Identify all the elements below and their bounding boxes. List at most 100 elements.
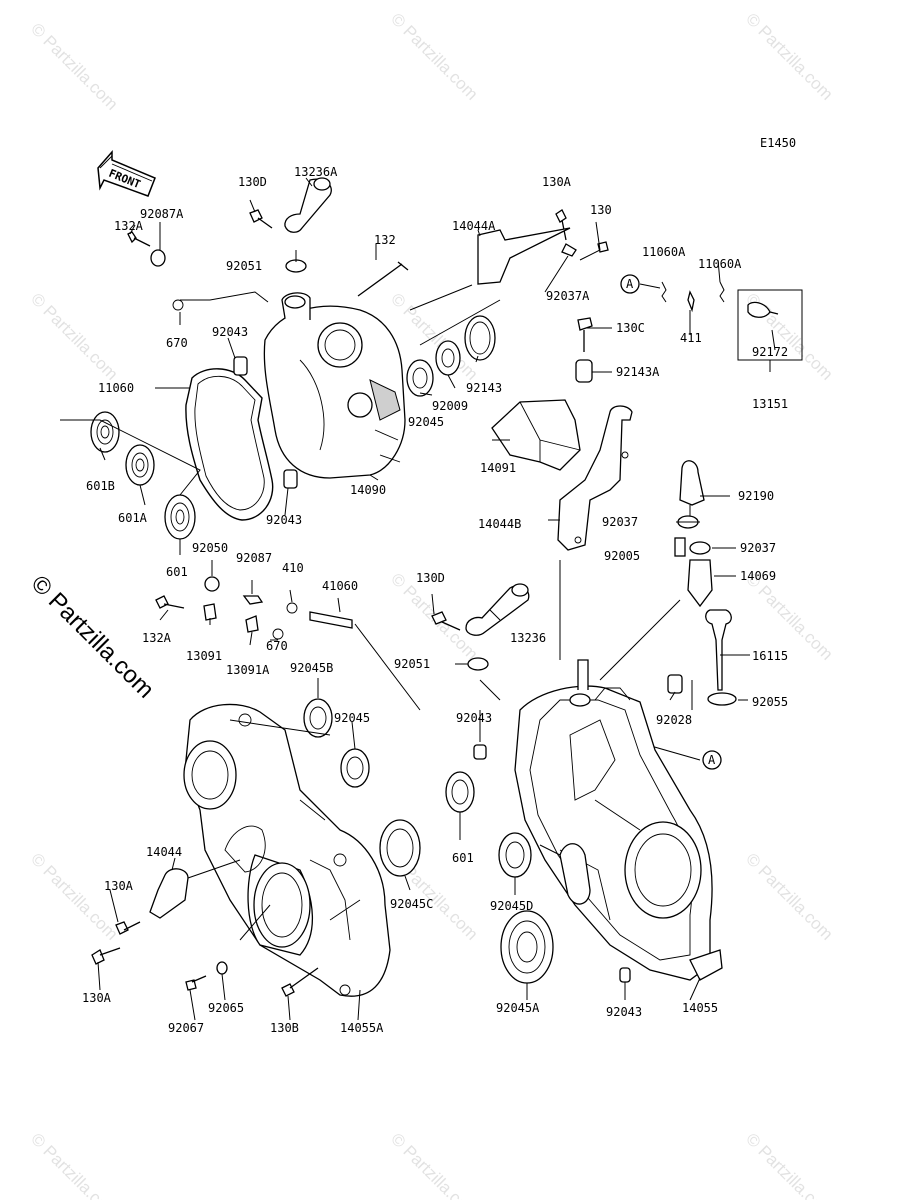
watermark-main: © Partzilla.com [26,570,159,703]
part-label: 14055A [340,1021,384,1035]
watermark: © Partzilla.com [27,1129,121,1200]
dipstick-16115 [705,609,732,691]
part-label: 601A [118,511,148,525]
callout-a-label: A [626,277,634,291]
bearing-92045D [498,832,532,878]
part-label: 13091A [226,663,270,677]
part-label: 92172 [752,345,788,359]
part-label: 92009 [432,399,468,413]
part-label: 411 [680,331,702,345]
shaft-41060 [309,611,353,629]
pipe-92005 [674,537,686,557]
bearing-92045 [406,359,434,397]
front-arrow-icon: FRONT [97,150,156,197]
part-label: 11060A [698,257,742,271]
part-label: 92087A [140,207,184,221]
part-label: 132 [374,233,396,247]
watermark: © Partzilla.com [387,1129,481,1200]
dowel-92043-right [619,967,631,983]
part-label: 130B [270,1021,299,1035]
breather-92172 [747,301,779,318]
clamp-92037A [561,243,577,257]
bolt-132A-lower [155,595,185,609]
part-label: 92067 [168,1021,204,1035]
part-label: 92143 [466,381,502,395]
part-label: 92045C [390,897,433,911]
bearing-92045-lower [340,748,370,788]
part-label: 601 [166,565,188,579]
part-label: 92045 [408,415,444,429]
oil-seal-92009 [435,340,461,376]
bolt-132A [127,231,151,247]
part-label: 92043 [212,325,248,339]
bolt-130C [577,317,593,352]
part-label: 92055 [752,695,788,709]
part-label: 13091 [186,649,222,663]
part-label: 92143A [616,365,660,379]
part-label: 130A [104,879,134,893]
part-label: 13151 [752,397,788,411]
bolt-130A-lower [91,947,121,965]
filler-14069 [687,559,713,608]
o-ring-670 [172,299,184,311]
clip-11060A [661,281,667,303]
bracket-14044B [557,405,633,551]
collar-92087A [150,249,166,267]
o-ring-92055 [707,692,737,706]
part-label: 670 [266,639,288,653]
part-label: 130A [82,991,112,1005]
part-label: 601 [452,851,474,865]
watermark: © Partzilla.com [742,9,836,103]
part-label: 92028 [656,713,692,727]
watermark: © Partzilla.com [742,1129,836,1200]
part-label: 92087 [236,551,272,565]
o-ring-670-lower [272,628,284,640]
upper-case-assembly [60,177,496,555]
callout-a [702,750,722,770]
bearing-601 [164,494,196,540]
part-label: 92043 [456,711,492,725]
bracket-assembly: A A [409,209,803,770]
bolt-130A [555,209,567,241]
callout-a [620,274,640,294]
part-label: 14069 [740,569,776,583]
nut-130 [597,241,609,253]
part-label: 11060A [642,245,686,259]
part-label: 130A [542,175,572,189]
bolt-130D [249,209,273,229]
plate-13091 [203,603,217,621]
diagram-code: E1450 [760,136,796,150]
bolt-92067 [185,975,207,991]
part-label: 11060 [98,381,134,395]
part-label: 14055 [682,1001,718,1015]
callout-a-label: A [708,753,716,767]
part-label: 92043 [606,1005,642,1019]
watermark: © Partzilla.com [742,849,836,943]
bearing-601-lower [445,771,475,813]
part-label: 92037 [602,515,638,529]
part-label: 92045D [490,899,533,913]
part-label: 16115 [752,649,788,663]
part-label: 14091 [480,461,516,475]
bearing-601A [125,444,155,486]
bracket-14044A [477,227,571,285]
cover-14091 [491,399,581,471]
part-label: 670 [166,336,188,350]
part-label: 130 [590,203,612,217]
bolt-130A-lower [115,921,141,935]
dowel-92043-lower [473,744,487,760]
part-label: 92043 [266,513,302,527]
clip-411 [687,290,695,313]
collar-92143A [575,359,593,383]
part-label: 92037 [740,541,776,555]
bolt-130B [281,967,319,997]
part-label: 92051 [226,259,262,273]
part-label: 132A [114,219,144,233]
washer-92065 [216,961,228,975]
part-label: 92005 [604,549,640,563]
part-label: 14090 [350,483,386,497]
o-ring-410 [286,602,298,614]
part-label: 92051 [394,657,430,671]
bolt-92087 [242,595,264,605]
